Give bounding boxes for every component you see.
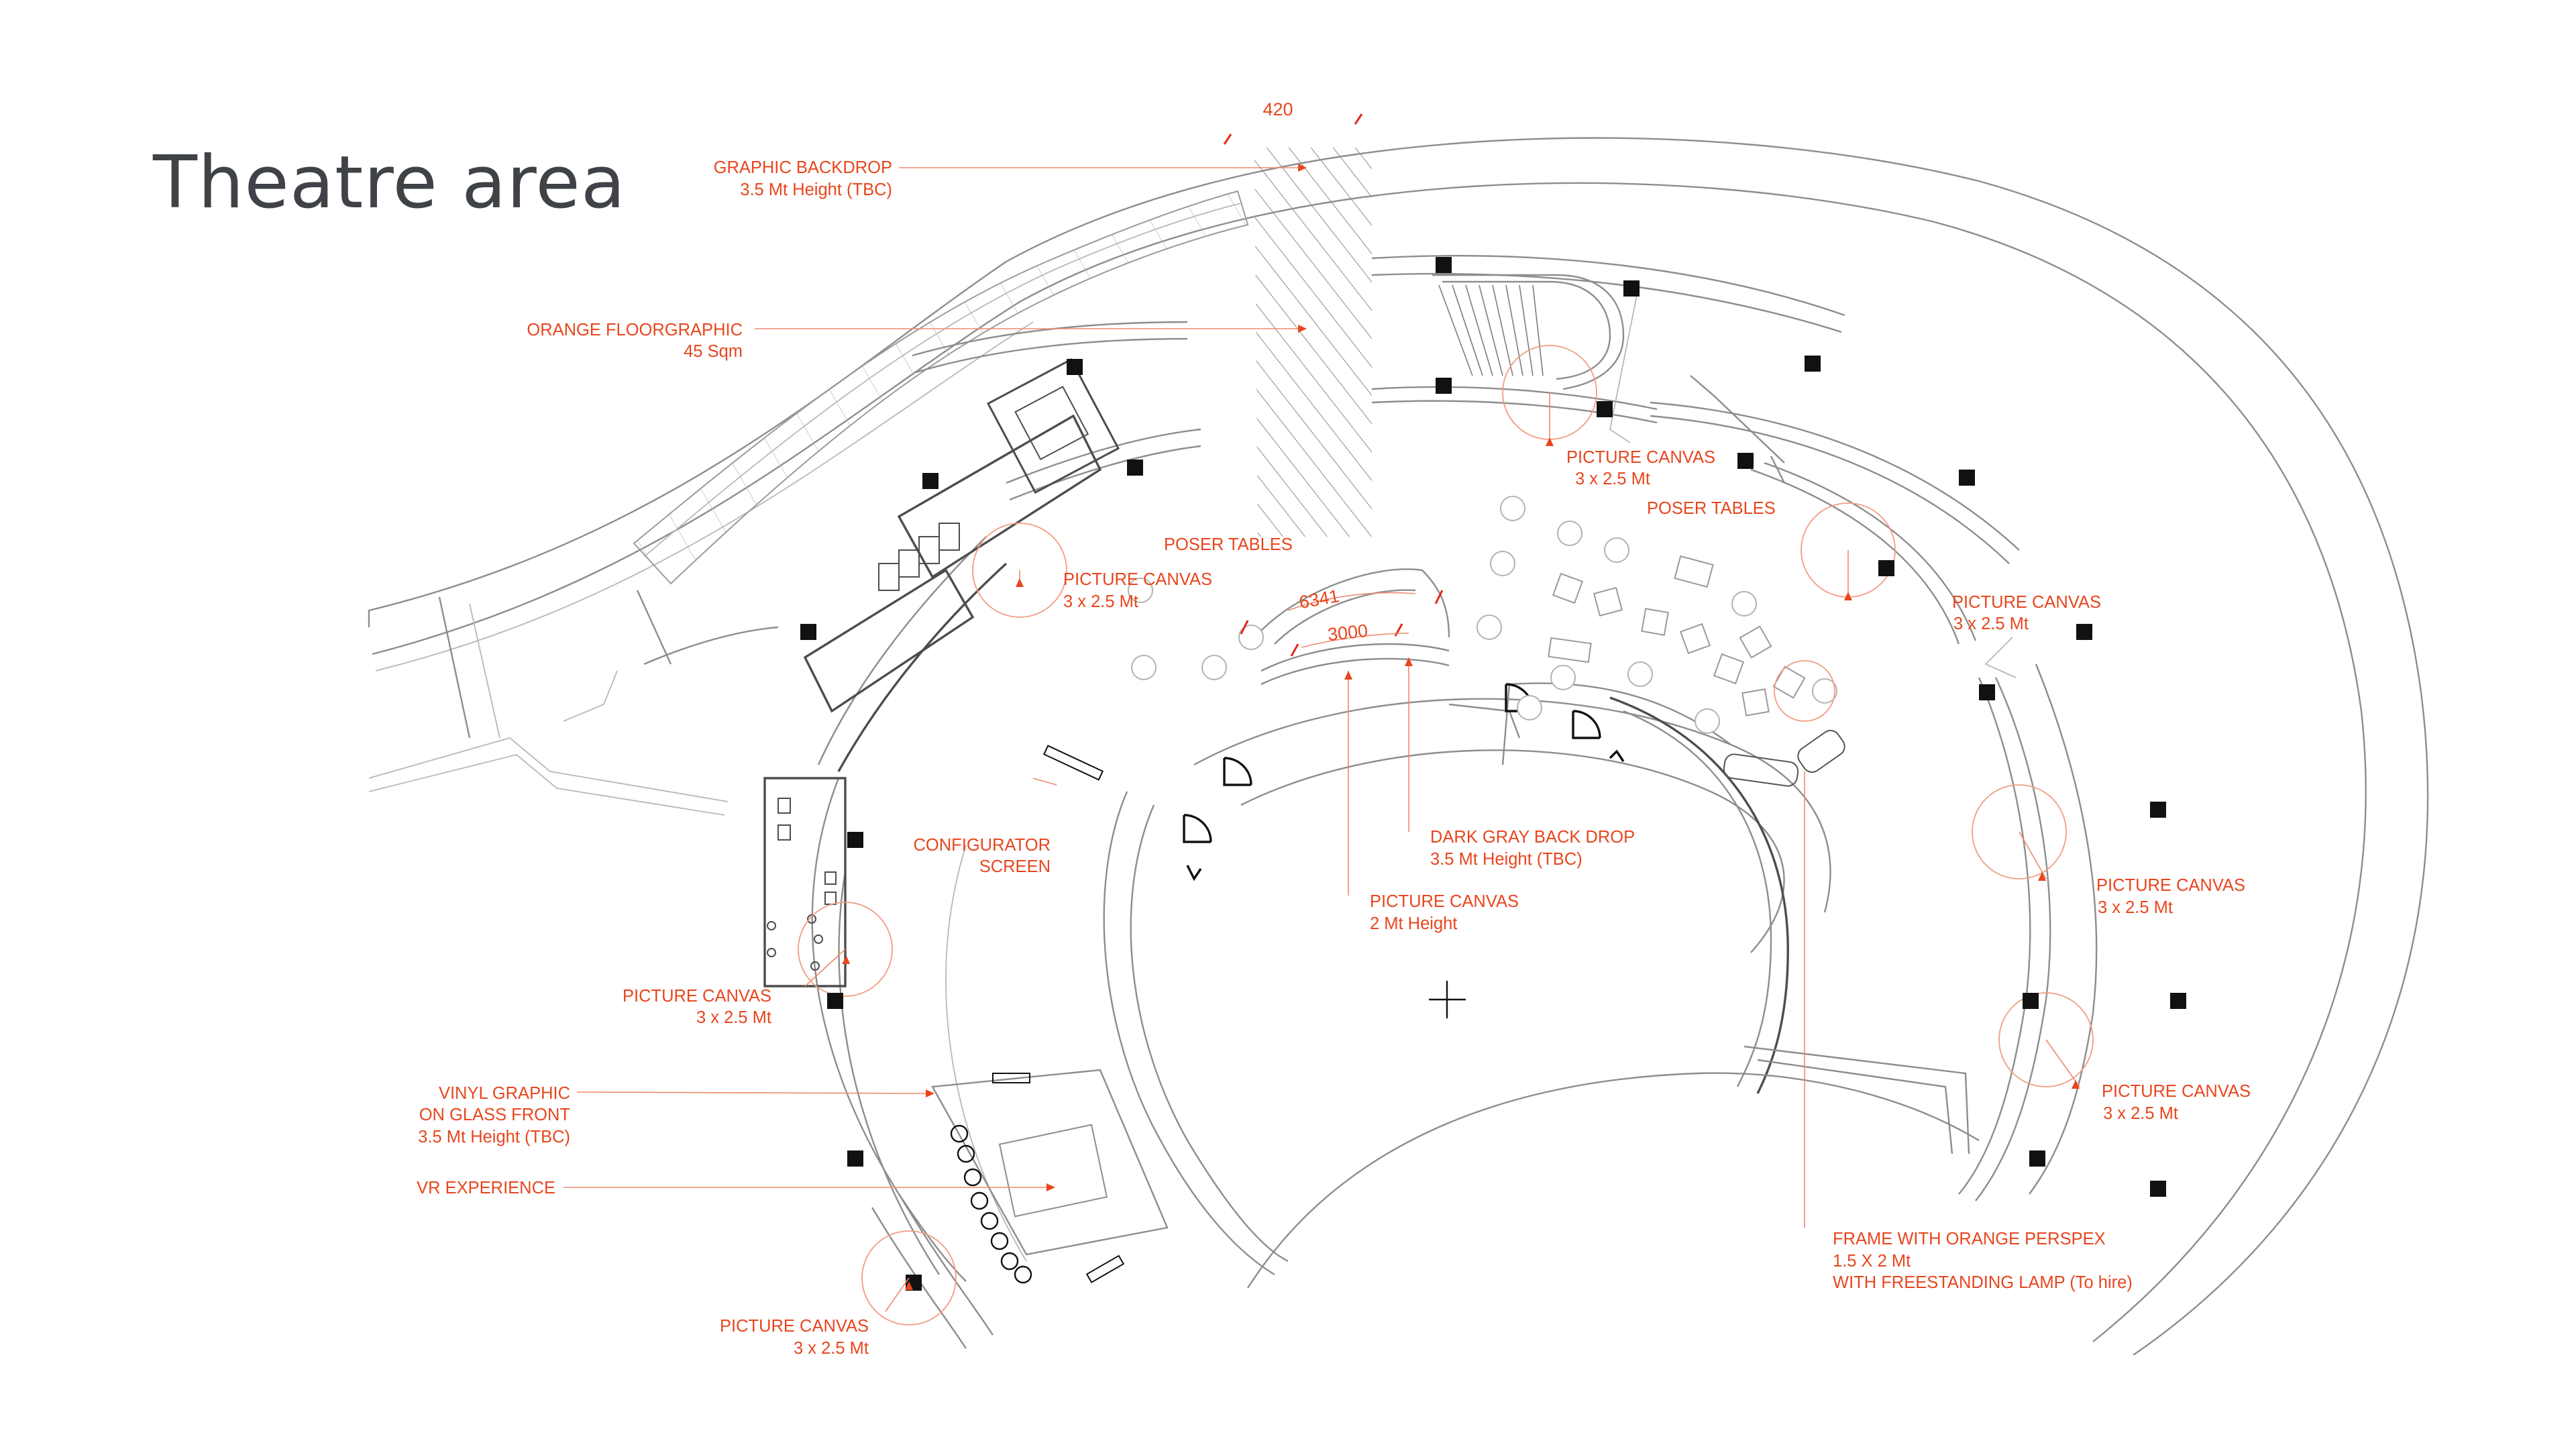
dimension-inner: 3000	[1327, 621, 1369, 645]
picture-canvas-top-right-label-1: PICTURE CANVAS	[1566, 448, 1715, 467]
graphic-backdrop-label-2: 3.5 Mt Height (TBC)	[740, 180, 892, 199]
picture-canvas-right-1-label-1: PICTURE CANVAS	[1952, 593, 2101, 612]
vr-experience-label: VR EXPERIENCE	[417, 1179, 555, 1197]
page-title: Theatre area	[153, 141, 627, 225]
leader-lines	[564, 167, 2080, 1312]
doors	[1183, 683, 1625, 881]
restroom-block	[763, 358, 1120, 987]
structural-posts	[800, 257, 2186, 1291]
orange-floorgraphic-label-2: 45 Sqm	[684, 342, 743, 361]
dimension-ticks	[1223, 113, 1444, 657]
vr-area	[931, 745, 1169, 1284]
picture-canvas-center-label-2: 2 Mt Height	[1370, 914, 1457, 933]
poser-tables-right-label: POSER TABLES	[1647, 499, 1776, 518]
picture-canvas-bottom-label-2: 3 x 2.5 Mt	[794, 1339, 869, 1358]
center-mark	[1429, 981, 1466, 1018]
vinyl-graphic-label-1: VINYL GRAPHIC	[439, 1084, 570, 1103]
staircase	[1432, 274, 1625, 390]
configurator-screen-label-2: SCREEN	[979, 857, 1051, 876]
poser-tables-left-label: POSER TABLES	[1164, 535, 1293, 554]
theatre-ring	[1103, 568, 1980, 1289]
frame-perspex-label-1: FRAME WITH ORANGE PERSPEX	[1833, 1230, 2106, 1248]
picture-canvas-right-2-label-1: PICTURE CANVAS	[2096, 876, 2245, 895]
orange-floorgraphic-label-1: ORANGE FLOORGRAPHIC	[527, 321, 743, 339]
picture-canvas-right-2-label-2: 3 x 2.5 Mt	[2098, 898, 2173, 917]
graphic-backdrop-band	[633, 190, 1249, 665]
orange-floorgraphic-hatch	[1254, 148, 1372, 537]
picture-canvas-left-label-1: PICTURE CANVAS	[623, 987, 771, 1006]
frame-perspex-label-3: WITH FREESTANDING LAMP (To hire)	[1833, 1273, 2133, 1292]
graphic-backdrop-label-1: GRAPHIC BACKDROP	[714, 158, 892, 177]
dark-gray-backdrop-label-1: DARK GRAY BACK DROP	[1430, 828, 1635, 847]
picture-canvas-upper-left-label-2: 3 x 2.5 Mt	[1063, 592, 1138, 611]
partition-bars	[643, 255, 1845, 665]
annotations: 420 GRAPHIC BACKDROP 3.5 Mt Height (TBC)…	[417, 99, 2251, 1358]
leader-arrows	[842, 164, 2080, 1290]
vinyl-graphic-label-3: 3.5 Mt Height (TBC)	[418, 1128, 570, 1146]
picture-canvas-upper-left-label-1: PICTURE CANVAS	[1063, 570, 1212, 589]
vinyl-graphic-label-2: ON GLASS FRONT	[419, 1106, 570, 1124]
picture-canvas-circles	[798, 345, 2094, 1326]
picture-canvas-right-3-label-2: 3 x 2.5 Mt	[2103, 1104, 2178, 1123]
picture-canvas-center-label-1: PICTURE CANVAS	[1370, 892, 1519, 911]
picture-canvas-right-3-label-1: PICTURE CANVAS	[2102, 1082, 2251, 1101]
dimension-top-clipped: 420	[1263, 99, 1293, 119]
picture-canvas-right-1-label-2: 3 x 2.5 Mt	[1953, 614, 2029, 633]
poser-tables	[1128, 496, 1837, 734]
configurator-screen-label-1: CONFIGURATOR	[914, 836, 1051, 855]
middle-ring	[811, 294, 2098, 1282]
dimension-outer: 6341	[1297, 586, 1340, 612]
lounge-furniture	[1548, 555, 1845, 787]
picture-canvas-left-label-2: 3 x 2.5 Mt	[696, 1008, 771, 1027]
frame-perspex-label-2: 1.5 X 2 Mt	[1833, 1252, 1911, 1271]
picture-canvas-bottom-label-1: PICTURE CANVAS	[720, 1317, 869, 1336]
picture-canvas-top-right-label-2: 3 x 2.5 Mt	[1575, 470, 1650, 488]
dark-gray-backdrop-label-2: 3.5 Mt Height (TBC)	[1430, 850, 1582, 869]
bottom-arcs	[871, 1193, 994, 1349]
